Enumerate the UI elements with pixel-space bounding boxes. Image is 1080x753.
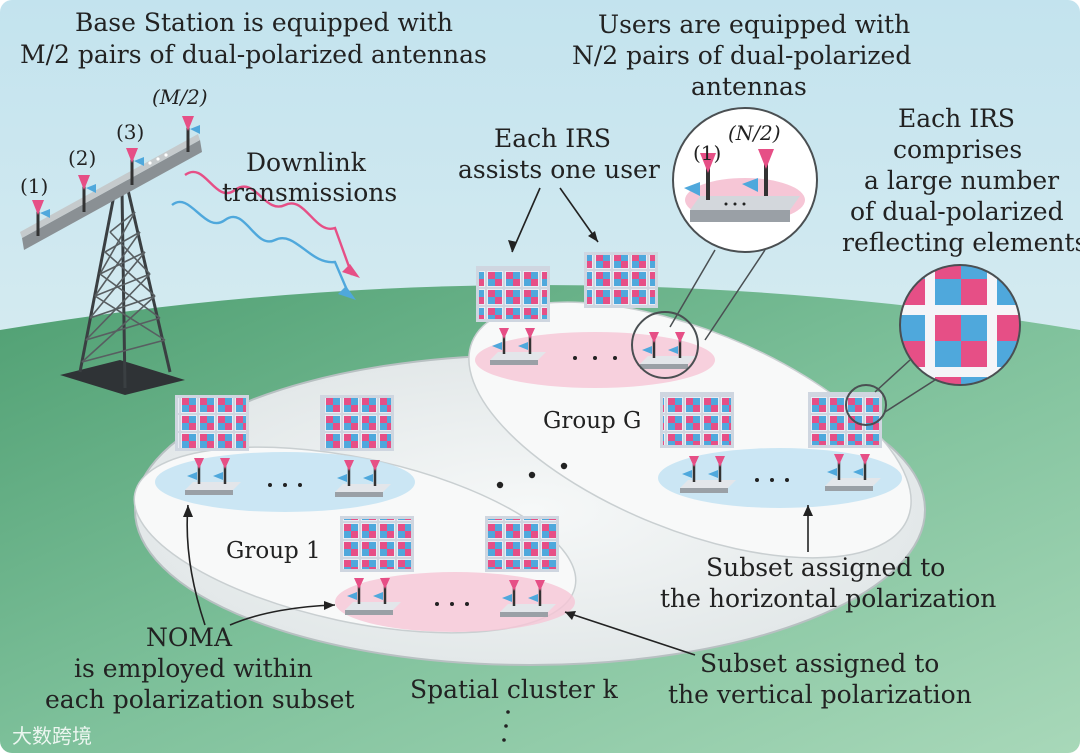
users-title-line1: Users are equipped with [598, 10, 911, 39]
bs-antenna-2-icon [78, 175, 96, 212]
group-g-label: Group G [543, 408, 642, 434]
irs-elements-line4: of dual-polarized [850, 197, 1064, 226]
irs-panel-icon [660, 392, 734, 448]
base-station-tower-icon [20, 134, 202, 395]
downlink-label-line2: transmissions [222, 178, 398, 207]
irs-assist-line2: assists one user [458, 155, 660, 184]
bs-antenna-label-m2: (M/2) [152, 85, 208, 109]
user-device-icon [345, 578, 401, 615]
bs-title-line2: M/2 pairs of dual-polarized antennas [20, 40, 487, 69]
user-zoom-circle [631, 107, 818, 379]
irs-elements-line1: Each IRS [898, 104, 1016, 133]
noma-line3: each polarization subset [45, 685, 355, 714]
user-device-icon [680, 456, 736, 493]
irs-panel-icon [485, 516, 559, 572]
vertical-subset-line1: Subset assigned to [700, 649, 940, 678]
users-title-line3: antennas [691, 72, 807, 101]
user-device-icon [640, 332, 696, 369]
horizontal-subset-line2: the horizontal polarization [660, 584, 997, 613]
irs-assist-line1: Each IRS [494, 124, 612, 153]
horizontal-subset-line1: Subset assigned to [706, 553, 946, 582]
user-device-icon [500, 580, 556, 617]
bs-antennas [32, 116, 200, 236]
user-antenna-label-1: (1) [693, 141, 722, 165]
ellipsis-dots [268, 356, 789, 742]
noma-line1: NOMA [146, 623, 233, 652]
user-device-icon [825, 454, 881, 491]
downlink-label-line1: Downlink [246, 148, 366, 177]
downlink-waves-icon [171, 170, 360, 300]
irs-zoom-circle [845, 264, 1021, 426]
irs-panel-icon [808, 392, 882, 448]
user-device-icon [490, 328, 546, 365]
user-device-icon [335, 460, 391, 497]
bs-antenna-1-icon [32, 200, 50, 236]
bs-antenna-label-1: (1) [20, 174, 49, 198]
bs-antenna-label-3: (3) [116, 120, 145, 144]
spatial-cluster-label: Spatial cluster k [410, 675, 618, 704]
group-1-label: Group 1 [226, 538, 321, 564]
irs-panel-icon [320, 395, 394, 451]
irs-panel-icon [584, 252, 658, 308]
user-device-icon [185, 458, 241, 495]
bs-title-line1: Base Station is equipped with [75, 8, 454, 37]
vertical-subset-line2: the vertical polarization [668, 680, 972, 709]
irs-elements-line5: reflecting elements [842, 228, 1080, 257]
bs-antenna-m2-icon [182, 116, 200, 152]
user-devices [185, 328, 881, 617]
irs-panel-icon [175, 395, 249, 451]
bs-antenna-label-2: (2) [68, 146, 97, 170]
user-antenna-label-n2: (N/2) [728, 121, 781, 145]
irs-elements-line3: a large number [864, 166, 1060, 195]
bs-antenna-3-icon [126, 148, 144, 185]
arrow-heads [183, 231, 813, 620]
irs-panels [175, 252, 882, 572]
users-title-line2: N/2 pairs of dual-polarized [572, 41, 912, 70]
noma-line2: is employed within [74, 654, 313, 683]
irs-panel-icon [340, 516, 414, 572]
irs-elements-line2: comprises [893, 135, 1023, 164]
irs-panel-icon [476, 266, 550, 322]
annotation-arrows [186, 187, 809, 656]
watermark: 大数跨境 [12, 724, 92, 748]
